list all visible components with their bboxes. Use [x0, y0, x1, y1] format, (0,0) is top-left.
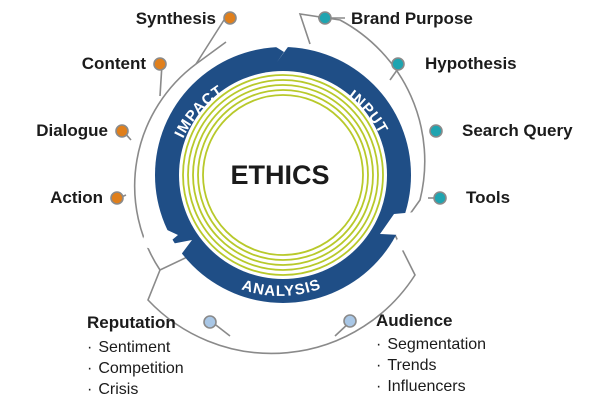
hypothesis-label: Hypothesis	[425, 54, 517, 73]
hypothesis-dot	[391, 57, 405, 71]
reputation-title: Reputation	[87, 313, 176, 332]
reputation-bullet: ·Crisis	[87, 381, 139, 398]
action-label: Action	[50, 188, 103, 207]
center-title: ETHICS	[230, 160, 329, 190]
concentric-rings	[182, 74, 384, 276]
ring-gap-top	[268, 40, 300, 62]
reputation-bullet-text: Competition	[98, 360, 184, 377]
search-query-label: Search Query	[462, 121, 573, 140]
synthesis-dot	[223, 11, 237, 25]
brand-purpose-dot	[318, 11, 332, 25]
content-dot	[153, 57, 167, 71]
ring-gap-right	[380, 212, 420, 255]
dialogue-dot	[115, 124, 129, 138]
audience-bullet: ·Trends	[376, 357, 437, 374]
outline-bottom	[147, 234, 416, 355]
reputation-bullet-text: Sentiment	[98, 339, 171, 356]
audience-bullet-text: Segmentation	[387, 336, 487, 353]
outline-left	[133, 41, 227, 272]
dialogue-label: Dialogue	[36, 121, 108, 140]
action-dot	[110, 191, 124, 205]
audience-bullet-text: Influencers	[387, 378, 466, 395]
search-query-dot	[429, 124, 443, 138]
brand-purpose-label: Brand Purpose	[351, 9, 473, 28]
audience-bullet-text: Trends	[387, 357, 437, 374]
content-label: Content	[81, 54, 146, 73]
reputation-bullet: ·Sentiment	[87, 339, 171, 356]
ring-gap-left	[140, 222, 192, 256]
outline-right	[298, 13, 426, 236]
synthesis-label: Synthesis	[135, 9, 216, 28]
audience-title: Audience	[376, 311, 453, 330]
audience-bullet: ·Segmentation	[376, 336, 487, 353]
audience-dot	[343, 314, 357, 328]
reputation-bullet: ·Competition	[87, 360, 184, 377]
audience-bullet: ·Influencers	[376, 378, 466, 395]
tools-dot	[433, 191, 447, 205]
ring-inner-white	[179, 71, 387, 279]
tools-label: Tools	[466, 188, 511, 207]
reputation-bullet-text: Crisis	[98, 381, 139, 398]
reputation-dot	[203, 315, 217, 329]
